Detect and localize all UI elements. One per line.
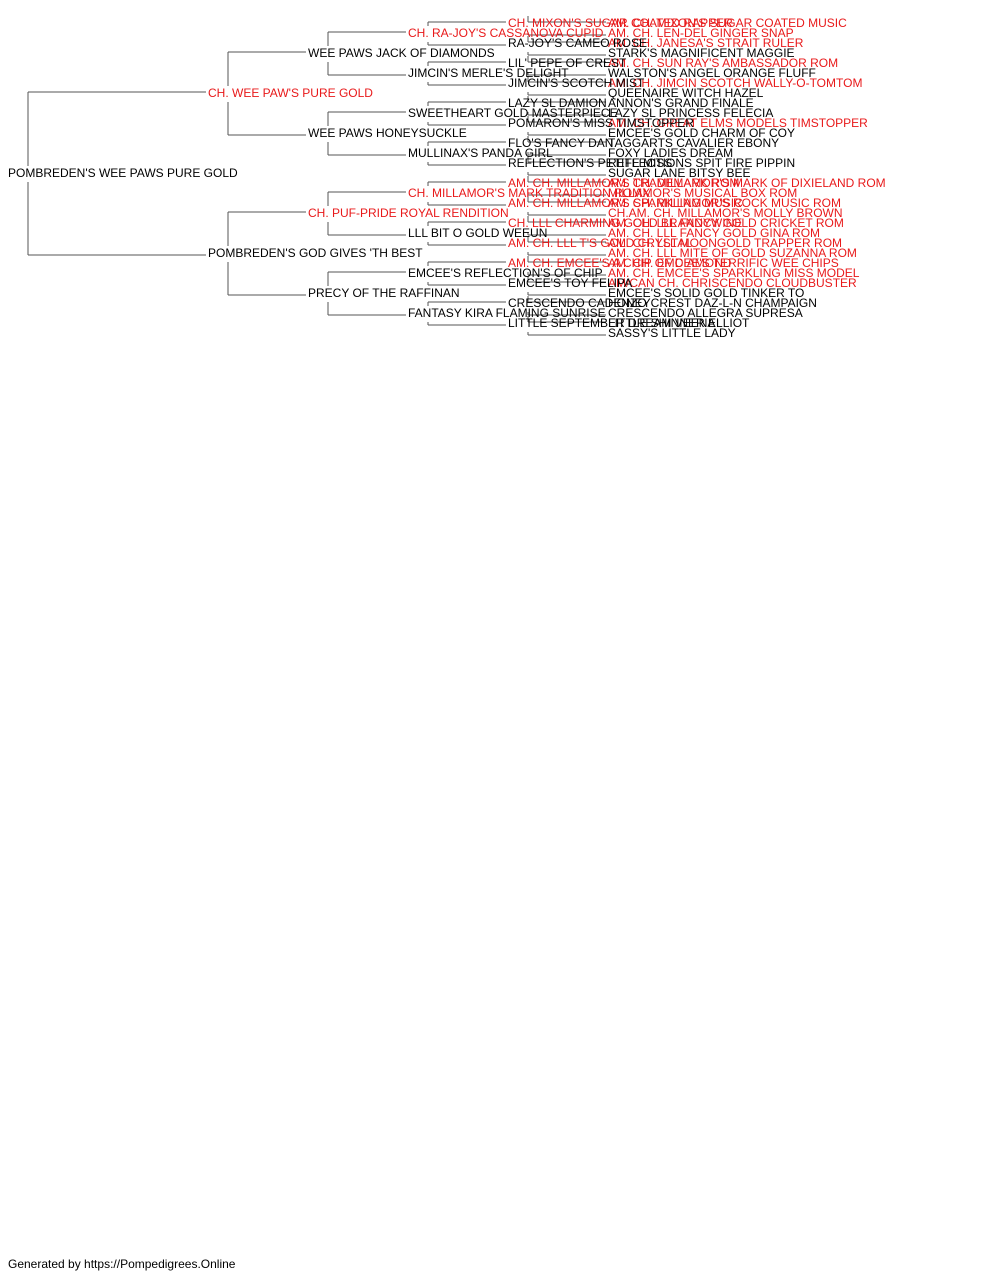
pedigree-name-gen5: LITTLE SHINNER ELLIOT: [608, 316, 750, 330]
pedigree-name-gen4: AM. CH. LLL T'S GOLD CRYSTAL: [508, 236, 692, 250]
pedigree-name-gen5: AM. CH. SUN RAY'S AMBASSADOR ROM: [608, 56, 838, 70]
pedigree-name-gen4: LIL' PEPE OF CREST: [508, 56, 627, 70]
pedigree-name-gen4: CRESCENDO CADENZO: [508, 296, 647, 310]
pedigree-name-gen5: AM. CH. LLL FANCY GOLD CRICKET ROM: [608, 216, 844, 230]
pedigree-name-gen5: MILLAMOR'S MUSICAL BOX ROM: [608, 186, 797, 200]
pedigree-name-gen0: POMBREDEN'S WEE PAWS PURE GOLD: [8, 166, 238, 180]
pedigree-name-gen5: AM. CH. LLL MITE OF GOLD SUZANNA ROM: [608, 246, 857, 260]
pedigree-name-gen5: EMCEE'S SOLID GOLD TINKER TO: [608, 286, 804, 300]
pedigree-name-gen5: AM. CH. MILLAMOR'S MARK OF DIXIELAND ROM: [608, 176, 886, 190]
pedigree-name-gen3: CH. MILLAMOR'S MARK TRADITION ROMX: [408, 186, 650, 200]
pedigree-name-gen5: AM. CH. MILLAMOR'S ROCK MUSIC ROM: [608, 196, 841, 210]
pedigree-name-gen4: POMARON'S MISS TIMSTOPPER: [508, 116, 694, 130]
pedigree-name-gen1: CH. WEE PAW'S PURE GOLD: [208, 86, 373, 100]
pedigree-name-gen5: AM. CH. JIMCIN SCOTCH WALLY-O-TOMTOM: [608, 76, 862, 90]
pedigree-name-gen4: REFLECTION'S PETITE MISS: [508, 156, 672, 170]
pedigree-name-gen5: QUEENAIRE WITCH HAZEL: [608, 86, 764, 100]
pedigree-name-gen4: AM. CH. EMCEE'S A CHIP OF DIAMOND: [508, 256, 732, 270]
pedigree-name-gen5: SASSY'S LITTLE LADY: [608, 326, 736, 340]
pedigree-name-gen3: SWEETHEART GOLD MASTERPIECE: [408, 106, 618, 120]
pedigree-name-gen4: EMCEE'S TOY FELIPA: [508, 276, 632, 290]
pedigree-name-gen4: CH. MIXON'S SUGAR COATED RAPPER: [508, 16, 733, 30]
pedigree-name-gen4: AM. CH. MILLAMOR'S SPARKLING MUSIC: [508, 196, 743, 210]
pedigree-name-gen3: MULLINAX'S PANDA GIRL: [408, 146, 553, 160]
pedigree-name-gen4: AM. CH. MILLAMOR'S TRADEMARK ROM: [508, 176, 739, 190]
pedigree-name-gen5: AM. CH. MIXON'S SUGAR COATED MUSIC: [608, 16, 847, 30]
pedigree-name-gen4: FLO'S FANCY DAN: [508, 136, 613, 150]
pedigree-name-gen5: CH.AM. CH. MILLAMOR'S MOLLY BROWN: [608, 206, 843, 220]
pedigree-name-gen5: REFLECTIONS SPIT FIRE PIPPIN: [608, 156, 795, 170]
pedigree-name-gen5: TAGGARTS CAVALIER EBONY: [608, 136, 779, 150]
pedigree-name-gen5: STARK'S MAGNIFICENT MAGGIE: [608, 46, 795, 60]
pedigree-name-gen4: RA-JOY'S CAMEO ROSE: [508, 36, 647, 50]
pedigree-name-gen2: PRECY OF THE RAFFINAN: [308, 286, 460, 300]
pedigree-name-gen3: LLL BIT O GOLD WEEUN: [408, 226, 547, 240]
pedigree-name-gen5: AM. CH. JANESA'S STRAIT RULER: [608, 36, 804, 50]
pedigree-name-gen4: LAZY SL DAMION: [508, 96, 607, 110]
pedigree-name-gen5: CRESCENDO ALLEGRA SUPRESA: [608, 306, 803, 320]
pedigree-name-gen2: WEE PAWS HONEYSUCKLE: [308, 126, 467, 140]
pedigree-name-gen4: LITTLE SEPTEMBER DREAM VEENA: [508, 316, 715, 330]
pedigree-name-gen5: AM. CH. EMCEE'S SPARKLING MISS MODEL: [608, 266, 860, 280]
pedigree-name-gen5: AM. CH. LEN-DEL GINGER SNAP: [608, 26, 794, 40]
pedigree-name-gen4: CH. LLL CHARMING GOLD BRANDYWINE: [508, 216, 742, 230]
pedigree-name-gen5: AM. CH. EMCEE'S TERRIFIC WEE CHIPS: [608, 256, 839, 270]
pedigree-name-gen5: HONEYCREST DAZ-L-N CHAMPAIGN: [608, 296, 817, 310]
pedigree-name-gen5: AM. CH. LLL FANCY GOLD GINA ROM: [608, 226, 820, 240]
pedigree-name-gen5: AM. CH. LLL MOONGOLD TRAPPER ROM: [608, 236, 842, 250]
pedigree-name-gen3: EMCEE'S REFLECTION'S OF CHIP: [408, 266, 603, 280]
pedigree-name-gen5: ANNON'S GRAND FINALE: [608, 96, 754, 110]
pedigree-name-gen2: CH. PUF-PRIDE ROYAL RENDITION: [308, 206, 509, 220]
pedigree-name-gen2: WEE PAWS JACK OF DIAMONDS: [308, 46, 495, 60]
pedigree-name-gen4: JIMCIN'S SCOTCH MIST: [508, 76, 645, 90]
pedigree-name-gen3: JIMCIN'S MERLE'S DELIGHT: [408, 66, 569, 80]
pedigree-name-gen5: AM/CAN CH. CHRISCENDO CLOUDBUSTER: [608, 276, 857, 290]
pedigree-name-gen5: EMCEE'S GOLD CHARM OF COY: [608, 126, 795, 140]
pedigree-name-gen1: POMBREDEN'S GOD GIVES 'TH BEST: [208, 246, 423, 260]
pedigree-name-gen5: AM. CH. GREAT ELMS MODELS TIMSTOPPER: [608, 116, 868, 130]
pedigree-name-gen5: SUGAR LANE BITSY BEE: [608, 166, 751, 180]
pedigree-name-gen5: LAZY SL PRINCESS FELECIA: [608, 106, 773, 120]
pedigree-name-gen5: WALSTON'S ANGEL ORANGE FLUFF: [608, 66, 816, 80]
pedigree-name-gen3: CH. RA-JOY'S CASSANOVA CUPID: [408, 26, 604, 40]
pedigree-name-gen3: FANTASY KIRA FLAMING SUNRISE: [408, 306, 606, 320]
footer-credit: Generated by https://Pompedigrees.Online: [8, 1257, 236, 1271]
pedigree-name-gen5: FOXY LADIES DREAM: [608, 146, 733, 160]
